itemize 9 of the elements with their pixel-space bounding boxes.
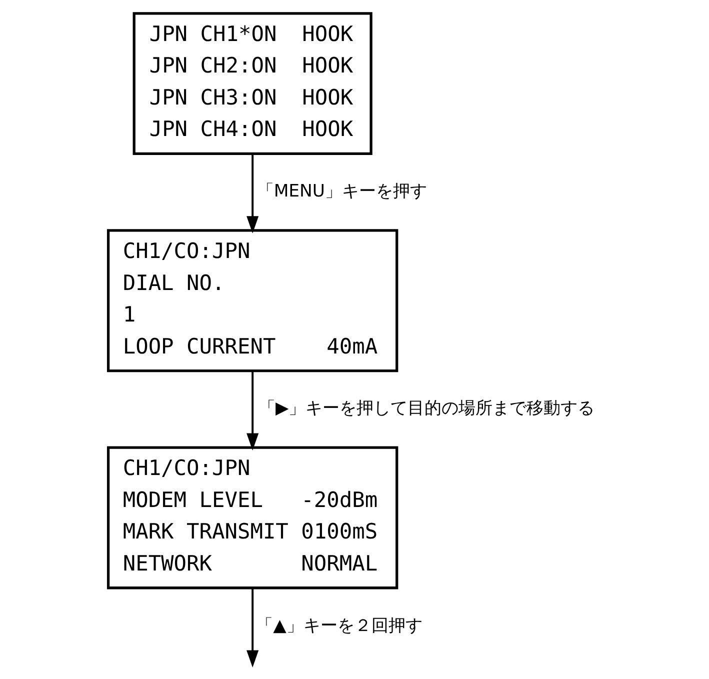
edge-label: 「▶」キーを押して目的の場所まで移動する (258, 398, 595, 419)
edge-label: 「MENU」キーを押す (256, 182, 427, 202)
node-box: JPN CH1*ON HOOK JPN CH2:ON HOOK JPN CH3:ON HOOK JPN CH4:ON HOOK (132, 12, 372, 156)
node-box: CH1/CO:JPN DIAL NO. 1 LOOP CURRENT 40mA (106, 229, 398, 372)
node-box: CH1/CO:JPN MODEM LEVEL -20dBm MARK TRANSMIT 0100mS NETWORK NORMAL (106, 446, 398, 590)
edge-label: 「▲」キーを２回押す (256, 616, 422, 636)
arrow (246, 588, 259, 668)
arrow (246, 371, 259, 450)
arrow (246, 154, 259, 234)
